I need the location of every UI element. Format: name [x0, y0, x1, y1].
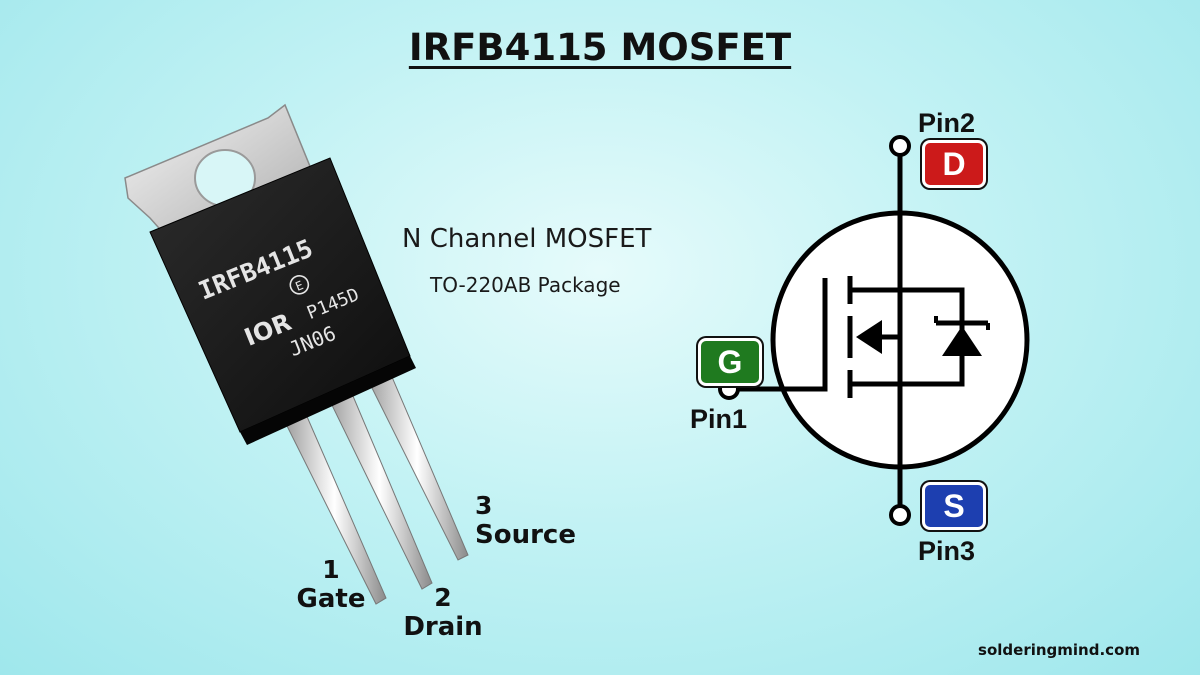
leg-label-gate: 1 Gate — [290, 555, 372, 615]
leg-number-source: 3 — [475, 491, 493, 520]
pin-label-drain: Pin2 — [918, 108, 976, 138]
package-label: TO-220AB Package — [430, 273, 621, 297]
leg-label-drain: 2 Drain — [398, 583, 488, 643]
pin-label-source: Pin3 — [918, 536, 976, 566]
badge-drain-letter: D — [942, 146, 966, 182]
channel-label: N Channel MOSFET — [402, 224, 652, 254]
diode-symbol — [942, 326, 982, 356]
leg-name-source: Source — [475, 519, 576, 550]
badge-drain: D — [922, 140, 986, 188]
watermark: solderingmind.com — [978, 641, 1140, 659]
leg-label-source: 3 Source — [475, 491, 576, 551]
badge-source: S — [922, 482, 986, 530]
leg-number-drain: 2 — [434, 583, 452, 612]
badge-gate-letter: G — [717, 344, 743, 380]
channel-arrow — [856, 320, 882, 354]
leg-name-drain: Drain — [403, 611, 483, 642]
source-terminal — [889, 504, 911, 526]
badge-source-letter: S — [943, 488, 965, 524]
leg-name-gate: Gate — [296, 583, 366, 614]
marking-e: E — [293, 278, 305, 294]
pin-label-gate: Pin1 — [690, 404, 748, 434]
body-bottom-edge — [240, 356, 416, 445]
gate-wire — [738, 278, 828, 392]
drain-terminal — [889, 135, 911, 157]
leg-number-gate: 1 — [322, 555, 340, 584]
badge-gate: G — [698, 338, 762, 386]
page-title: IRFB4115 MOSFET — [408, 26, 792, 69]
